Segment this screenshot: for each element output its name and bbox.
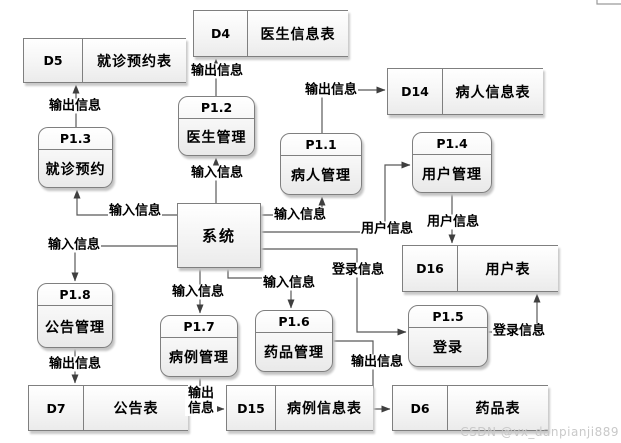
datastore-d16-name: 用户表	[485, 261, 531, 278]
flow-line-sys-to-p1.6	[227, 268, 295, 309]
flow-line-sys-to-p1.5	[260, 248, 407, 336]
flow-label-p1.8-d7: 输出信息	[47, 356, 103, 372]
flow-line-sys-to-p1.4	[260, 161, 411, 233]
datastore-d16-id: D16	[403, 246, 458, 291]
process-p1.8-id: P1.8	[38, 284, 112, 306]
flow-label-p1.6-d6: 输出信息	[349, 354, 405, 370]
system-label: 系统	[201, 227, 236, 245]
process-p1.2: P1.2 医生管理	[178, 96, 255, 156]
datastore-d14: D14 病人信息表	[387, 68, 543, 115]
datastore-d7-id: D7	[29, 386, 84, 430]
flow-label-sys-p1.7: 输入信息	[170, 284, 226, 300]
process-p1.1-id: P1.1	[281, 134, 361, 156]
flow-label-sys-p1.6: 输入信息	[261, 275, 317, 291]
datastore-d6: D6 药品表	[392, 385, 548, 431]
datastore-d7-name: 公告表	[113, 401, 159, 417]
flow-label-sys-p1.1: 输入信息	[272, 207, 328, 223]
flow-label-sys-p1.3: 输入信息	[107, 203, 163, 219]
flow-label-p1.1-d14: 输出信息	[303, 82, 359, 98]
datastore-d4-name: 医生信息表	[260, 26, 336, 43]
flow-label-p1.3-d5: 输出信息	[47, 98, 103, 114]
flow-label-p1.4-d16: 用户信息	[425, 214, 481, 230]
process-p1.6: P1.6 药品管理	[255, 310, 333, 372]
process-p1.7-id: P1.7	[161, 316, 237, 338]
flow-label-p1.7-d15: 输出信息	[185, 386, 217, 416]
process-p1.8-name: 公告管理	[45, 319, 105, 336]
datastore-d16: D16 用户表	[402, 245, 558, 292]
process-p1.5: P1.5 登录	[408, 305, 488, 367]
datastore-d7: D7 公告表	[28, 385, 188, 431]
datastore-d15-name: 病例信息表	[287, 401, 362, 417]
datastore-d5-name: 就诊预约表	[97, 53, 172, 70]
process-p1.2-id: P1.2	[179, 97, 254, 119]
flow-label-sys-p1.5: 登录信息	[330, 262, 386, 278]
process-p1.6-name: 药品管理	[264, 345, 324, 361]
datastore-d14-id: D14	[388, 69, 443, 114]
process-p1.7-name: 病例管理	[169, 350, 229, 366]
datastore-d4-id: D4	[194, 11, 248, 56]
datastore-d5: D5 就诊预约表	[23, 38, 186, 83]
process-p1.1-name: 病人管理	[291, 168, 351, 184]
process-p1.8: P1.8 公告管理	[37, 283, 113, 348]
watermark-text: CSDN @vx_danpianji889	[460, 425, 619, 439]
process-p1.7: P1.7 病例管理	[160, 315, 238, 377]
process-p1.5-id: P1.5	[409, 306, 487, 328]
process-p1.1: P1.1 病人管理	[280, 133, 362, 195]
flow-label-sys-p1.8: 输入信息	[46, 237, 102, 253]
datastore-d4: D4 医生信息表	[193, 10, 348, 57]
datastore-d15-id: D15	[227, 386, 276, 430]
process-p1.2-name: 医生管理	[186, 130, 247, 146]
process-p1.3-id: P1.3	[39, 128, 112, 150]
flow-label-sys-p1.2: 输入信息	[189, 165, 245, 181]
datastore-d6-id: D6	[393, 386, 448, 430]
flow-label-p1.2-d4: 输出信息	[189, 63, 245, 79]
datastore-d6-name: 药品表	[475, 401, 521, 417]
datastore-d5-id: D5	[24, 39, 83, 82]
process-p1.5-name: 登录	[433, 340, 463, 356]
flow-label-sys-p1.4: 用户信息	[359, 221, 415, 237]
process-p1.4-id: P1.4	[413, 133, 491, 155]
system-box: 系统	[177, 203, 261, 268]
flow-line-p1.6-to-d6	[333, 340, 391, 413]
datastore-d14-name: 病人信息表	[455, 84, 531, 101]
cropped-shape-fragment	[596, 0, 621, 5]
flow-label-p1.5-d16: 登录信息	[491, 323, 547, 339]
datastore-d15: D15 病例信息表	[226, 385, 373, 431]
process-p1.4: P1.4 用户管理	[412, 132, 492, 193]
process-p1.3-name: 就诊预约	[45, 161, 106, 178]
process-p1.4-name: 用户管理	[422, 166, 482, 183]
process-p1.3: P1.3 就诊预约	[38, 127, 113, 188]
process-p1.6-id: P1.6	[256, 311, 332, 333]
